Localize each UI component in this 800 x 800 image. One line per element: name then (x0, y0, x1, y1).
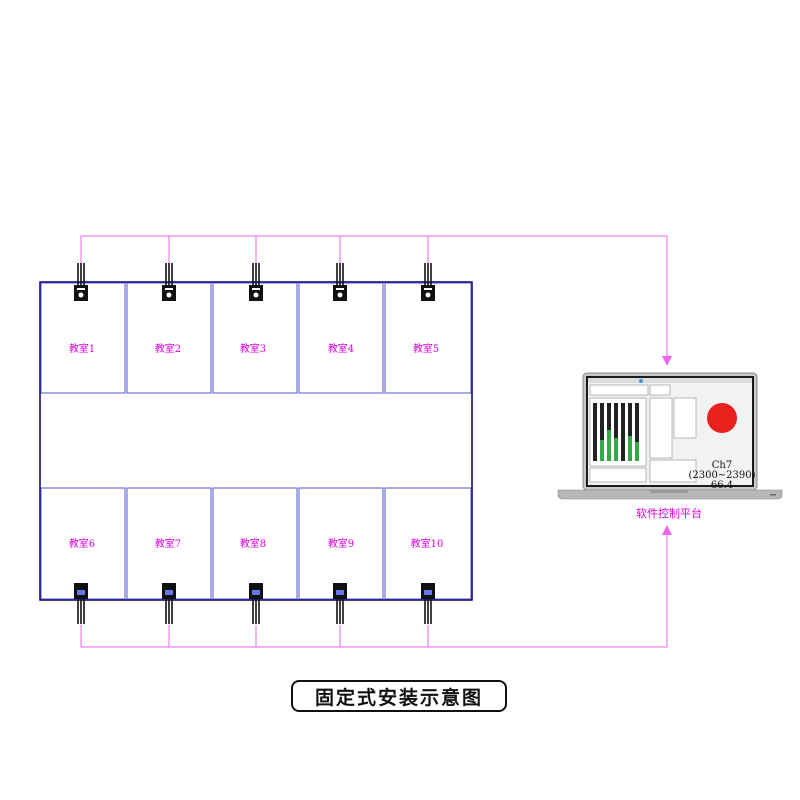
diagram-caption: 固定式安装示意图 (291, 680, 507, 712)
alarm-indicator-icon (707, 403, 737, 433)
room-label-7: 教室7 (155, 537, 181, 550)
room-labels: 教室1 教室2 教室3 教室4 教室5 教室6 教室7 教室8 教室9 教室10 (69, 342, 444, 550)
room-label-8: 教室8 (240, 537, 266, 550)
room-4 (298, 282, 384, 394)
room-label-10: 教室10 (411, 537, 444, 550)
rooms (40, 282, 472, 600)
room-label-5: 教室5 (413, 342, 439, 355)
room-label-6: 教室6 (69, 537, 95, 550)
sensor-device-icon (74, 263, 88, 301)
room-6 (40, 487, 126, 600)
sensors-top (74, 263, 435, 301)
room-label-2: 教室2 (155, 342, 181, 355)
room-9 (298, 487, 384, 600)
room-label-9: 教室9 (328, 537, 354, 550)
screen-channel: Ch7 (712, 460, 732, 471)
room-7 (126, 487, 212, 600)
sensor-device-icon (162, 263, 176, 301)
level-meters (593, 403, 639, 461)
room-10 (384, 487, 472, 600)
room-5 (384, 282, 472, 394)
sensor-device-icon (249, 263, 263, 301)
sensor-device-icon (162, 583, 176, 624)
room-8 (212, 487, 298, 600)
room-1 (40, 282, 126, 394)
room-label-1: 教室1 (69, 342, 95, 355)
laptop-icon: Ch7 (2300~2390) 66.4 (557, 372, 783, 500)
laptop-label: 软件控制平台 (636, 506, 702, 520)
room-label-4: 教室4 (328, 342, 354, 355)
screen-range: (2300~2390) (688, 470, 755, 481)
sensor-device-icon (249, 583, 263, 624)
sensor-device-icon (74, 583, 88, 624)
wiring (80, 235, 672, 648)
sensor-device-icon (421, 583, 435, 624)
room-label-3: 教室3 (240, 342, 266, 355)
sensor-device-icon (333, 263, 347, 301)
room-3 (212, 282, 298, 394)
sensor-device-icon (333, 583, 347, 624)
screen-value: 66.4 (711, 480, 733, 491)
sensor-device-icon (421, 263, 435, 301)
sensors-bottom (74, 583, 435, 624)
